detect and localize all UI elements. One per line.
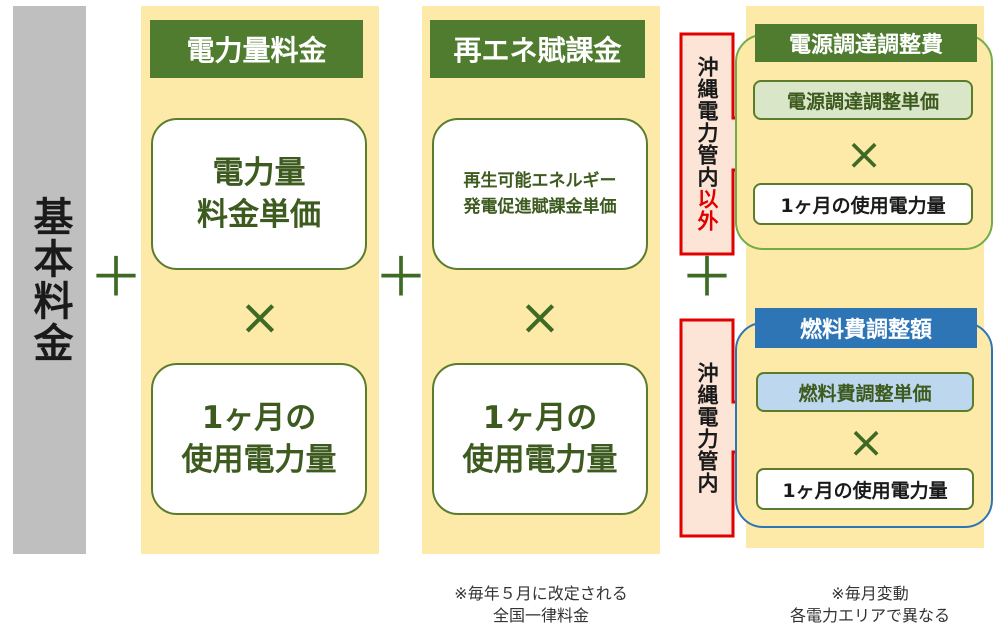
label-outside-okinawa-red: 以外 [695,188,719,232]
plus-icon-1: ＋ [89,246,143,309]
base-fee-column [13,6,86,554]
monthly-usage-box-2: 1ヶ月の 使用電力量 [432,363,648,515]
monthly-usage-box-4: 1ヶ月の使用電力量 [756,468,974,510]
times-icon-4: × [847,417,885,468]
fuel-cost-header: 燃料費調整額 [755,308,977,348]
times-icon-2: × [519,288,561,346]
power-procurement-unit-box: 電源調達調整単価 [753,80,973,120]
fuel-cost-unit-box: 燃料費調整単価 [756,372,974,412]
renewable-note: ※毎年５月に改定される 全国一律料金 [454,584,628,625]
monthly-usage-text-2: 1ヶ月の 使用電力量 [462,400,618,478]
monthly-usage-text-1: 1ヶ月の 使用電力量 [181,400,337,478]
plus-icon-3: ＋ [680,246,734,309]
times-icon-1: × [239,288,281,346]
power-procurement-header: 電源調達調整費 [755,24,977,62]
plus-icon-2: ＋ [374,246,428,309]
renewable-unit-price-box: 再生可能エネルギー 発電促進賦課金単価 [432,118,648,270]
label-okinawa: 沖縄電力管内 [695,362,719,494]
times-icon-3: × [845,129,883,180]
energy-unit-price-box: 電力量 料金単価 [151,118,367,270]
energy-unit-price-text: 電力量 料金単価 [197,155,321,233]
adjustment-note: ※毎月変動 各電力エリアで異なる [789,584,950,625]
energy-charge-header: 電力量料金 [150,20,363,78]
label-outside-okinawa: 沖縄電力管内以外 [682,36,732,252]
renewable-surcharge-header: 再エネ賦課金 [430,20,645,78]
monthly-usage-box-1: 1ヶ月の 使用電力量 [151,363,367,515]
label-outside-okinawa-main: 沖縄電力管内 [695,56,719,188]
base-fee-label: 基本料金 [26,196,73,364]
renewable-unit-price-text: 再生可能エネルギー 発電促進賦課金単価 [463,171,617,217]
monthly-usage-box-3: 1ヶ月の使用電力量 [753,183,973,225]
